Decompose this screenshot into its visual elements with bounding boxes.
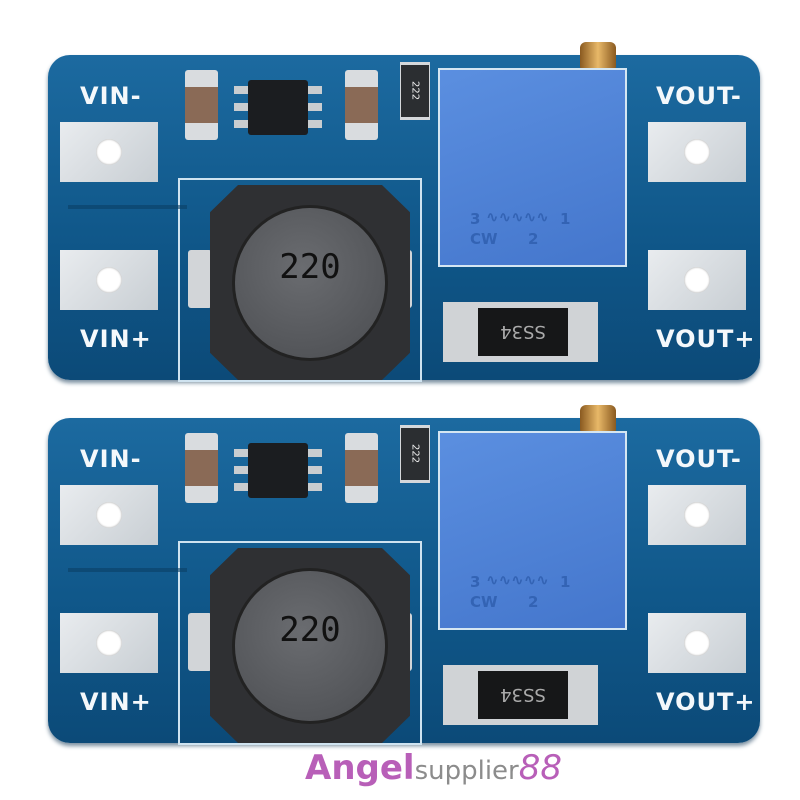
potentiometer-screw [580, 42, 616, 72]
pot-pin3-label: 3 [470, 573, 481, 591]
vout-plus-pad [648, 613, 746, 673]
capacitor [345, 70, 378, 140]
pad-hole [684, 267, 710, 293]
vin-minus-label: VIN- [80, 445, 142, 473]
ic-chip [234, 443, 322, 498]
inductor-value: 220 [279, 247, 341, 287]
boost-converter-board-1: VIN- VIN+ VOUT- VOUT+ 222 3 ∿∿∿∿∿ 1 CW 2… [48, 40, 760, 385]
resistor-symbol-icon: ∿∿∿∿∿ [486, 571, 549, 589]
trace [68, 568, 187, 572]
boost-converter-board-2: VIN- VIN+ VOUT- VOUT+ 222 3 ∿∿∿∿∿ 1 CW 2… [48, 403, 760, 748]
resistor: 222 [400, 425, 430, 483]
vout-minus-label: VOUT- [656, 82, 742, 110]
vin-minus-pad [60, 485, 158, 545]
pad-hole [96, 267, 122, 293]
pot-cw-label: CW [470, 230, 498, 248]
watermark-brand: Angel [305, 748, 415, 788]
ic-chip [234, 80, 322, 135]
vin-plus-label: VIN+ [80, 325, 152, 353]
vin-plus-label: VIN+ [80, 688, 152, 716]
potentiometer: 3 ∿∿∿∿∿ 1 CW 2 [438, 68, 627, 267]
vout-minus-pad [648, 485, 746, 545]
pad-hole [96, 502, 122, 528]
watermark: Angelsupplier88 [305, 748, 562, 788]
vin-plus-pad [60, 250, 158, 310]
pad-hole [684, 630, 710, 656]
pot-pin2-label: 2 [528, 230, 539, 248]
trace [68, 205, 187, 209]
potentiometer: 3 ∿∿∿∿∿ 1 CW 2 [438, 431, 627, 630]
vin-minus-label: VIN- [80, 82, 142, 110]
inductor: 220 [210, 185, 410, 380]
vin-minus-pad [60, 122, 158, 182]
resistor: 222 [400, 62, 430, 120]
inductor-core [235, 208, 385, 358]
diode-code: SS34 [478, 671, 568, 719]
pad-hole [96, 630, 122, 656]
vout-plus-label: VOUT+ [656, 325, 756, 353]
diode-code: SS34 [478, 308, 568, 356]
inductor-core [235, 571, 385, 721]
potentiometer-screw [580, 405, 616, 435]
vout-minus-label: VOUT- [656, 445, 742, 473]
diode: SS34 [443, 302, 598, 362]
pad-hole [684, 139, 710, 165]
capacitor [185, 70, 218, 140]
vin-plus-pad [60, 613, 158, 673]
diode: SS34 [443, 665, 598, 725]
watermark-supplier: supplier [414, 756, 519, 786]
vout-plus-pad [648, 250, 746, 310]
pot-pin2-label: 2 [528, 593, 539, 611]
pot-pin3-label: 3 [470, 210, 481, 228]
inductor-terminal [188, 613, 212, 671]
pad-hole [96, 139, 122, 165]
silkscreen-outline [178, 541, 422, 745]
inductor: 220 [210, 548, 410, 743]
inductor-value: 220 [279, 610, 341, 650]
pot-cw-label: CW [470, 593, 498, 611]
pot-pin1-label: 1 [560, 573, 571, 591]
vout-plus-label: VOUT+ [656, 688, 756, 716]
vout-minus-pad [648, 122, 746, 182]
watermark-number: 88 [518, 748, 563, 788]
pad-hole [684, 502, 710, 528]
pot-pin1-label: 1 [560, 210, 571, 228]
capacitor [185, 433, 218, 503]
inductor-terminal [188, 250, 212, 308]
resistor-symbol-icon: ∿∿∿∿∿ [486, 208, 549, 226]
capacitor [345, 433, 378, 503]
silkscreen-outline [178, 178, 422, 382]
